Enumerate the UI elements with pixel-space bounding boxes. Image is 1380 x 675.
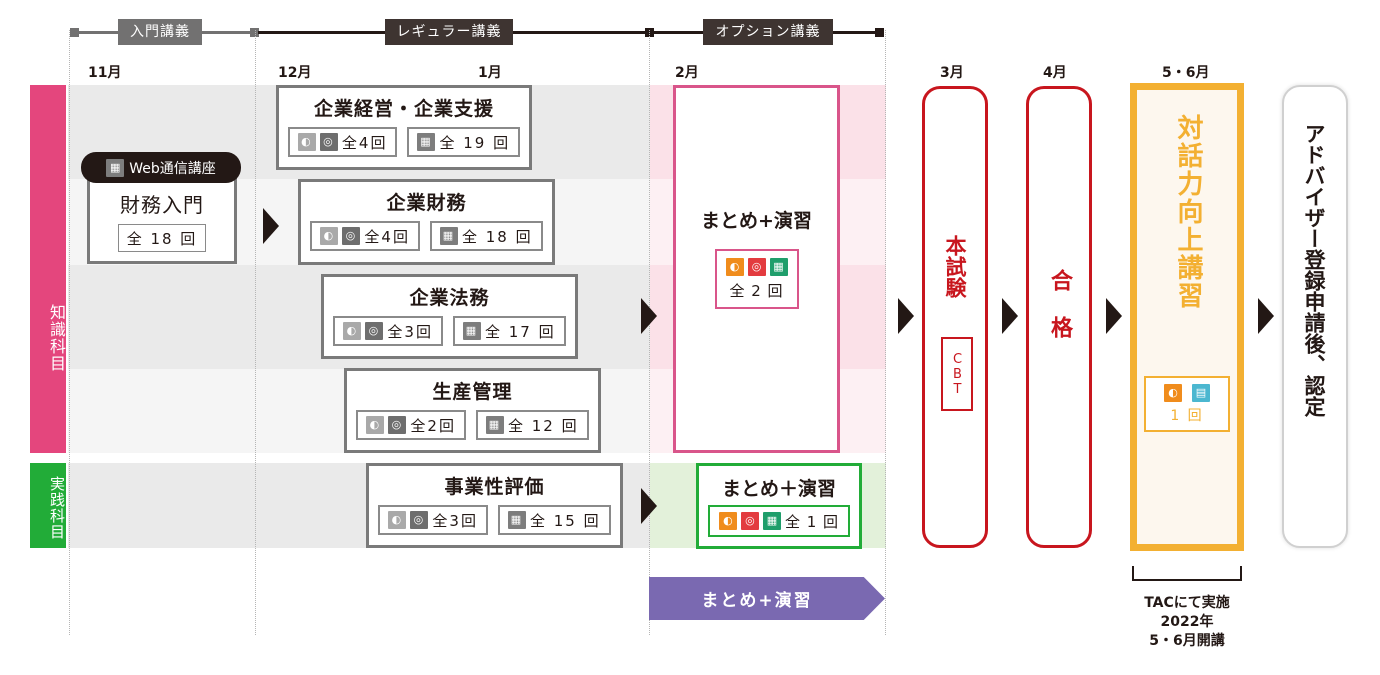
phase-label-regular: レギュラー講義 — [385, 19, 513, 45]
course-intro-finance[interactable]: 財務入門 全 18 回 — [87, 170, 237, 264]
side-label-knowledge: 知識科目 — [30, 85, 66, 453]
web-icon: ▦ — [485, 416, 504, 434]
arrow-right-icon — [263, 208, 279, 244]
book-icon: ▤ — [1192, 384, 1210, 402]
dvd-icon: ◎ — [410, 511, 429, 529]
course-corporate-finance[interactable]: 企業財務 ◐◎全4回 ▦全 18 回 — [298, 179, 555, 265]
dvd-icon: ◎ — [342, 227, 361, 245]
course-business-evaluation[interactable]: 事業性評価 ◐◎全3回 ▦全 15 回 — [366, 463, 623, 548]
web-chip: ▦全 17 回 — [452, 316, 566, 346]
web-chip: ▦全 18 回 — [429, 221, 543, 251]
phase-node — [250, 28, 259, 37]
dialogue-title: 対話力向上講習 — [1173, 114, 1203, 310]
classroom-icon: ◐ — [1164, 384, 1182, 402]
arrow-right-icon — [898, 298, 914, 334]
course-management-support[interactable]: 企業経営・企業支援 ◐◎全4回 ▦全 19 回 — [276, 85, 532, 170]
divider — [255, 30, 256, 635]
option-summary-practice[interactable]: まとめ＋演習 ◐ ◎ ▦ 全 1 回 — [696, 463, 862, 549]
live-chip: ◐◎全3回 — [333, 316, 443, 346]
web-icon: ▦ — [417, 133, 436, 151]
classroom-icon: ◐ — [297, 133, 316, 151]
option-title: まとめ+演習 — [701, 210, 812, 232]
exam-title: 本試験 — [943, 235, 967, 298]
web-icon: ▦ — [507, 511, 526, 529]
arrow-right-icon — [1002, 298, 1018, 334]
course-title: 企業経営・企業支援 — [313, 98, 494, 120]
web-icon: ▦ — [462, 322, 481, 340]
phase-node — [70, 28, 79, 37]
live-chip: ◐◎全2回 — [356, 410, 466, 440]
arrow-right-icon — [1258, 298, 1274, 334]
classroom-icon: ◐ — [366, 416, 385, 434]
web-icon: ▦ — [106, 158, 125, 177]
course-corporate-law[interactable]: 企業法務 ◐◎全3回 ▦全 17 回 — [321, 274, 578, 359]
phase-label-intro: 入門講義 — [118, 19, 202, 45]
dvd-icon: ◎ — [747, 258, 766, 276]
classroom-icon: ◐ — [725, 258, 744, 276]
month-dec: 12月 — [278, 65, 312, 81]
footnote: TACにて実施 2022年 5・6月開講 — [1144, 595, 1230, 649]
web-chip: ▦全 19 回 — [407, 127, 521, 157]
option-count-box: ◐ ◎ ▦ 全 1 回 — [708, 505, 850, 537]
month-jan: 1月 — [478, 65, 502, 81]
dvd-icon: ◎ — [388, 416, 407, 434]
arrow-right-icon — [1106, 298, 1122, 334]
phase-label-option: オプション講義 — [703, 19, 833, 45]
live-chip: ◐◎全4回 — [287, 127, 398, 157]
web-icon: ▦ — [769, 258, 788, 276]
dialogue-count-box: ◐ ▤ 1 回 — [1144, 376, 1230, 432]
phase-node — [875, 28, 884, 37]
arrow-right-icon — [641, 488, 657, 524]
month-mar: 3月 — [940, 65, 964, 81]
course-title: 企業財務 — [386, 192, 467, 214]
course-production-management[interactable]: 生産管理 ◐◎全2回 ▦全 12 回 — [344, 368, 601, 453]
web-icon: ▦ — [439, 227, 458, 245]
classroom-icon: ◐ — [388, 511, 407, 529]
arrow-right-icon — [641, 298, 657, 334]
course-title: 生産管理 — [432, 381, 513, 403]
option-count-box: ◐ ◎ ▦ 全 2 回 — [714, 249, 799, 309]
live-chip: ◐◎全3回 — [378, 505, 488, 535]
web-chip: ▦全 12 回 — [475, 410, 589, 440]
classroom-icon: ◐ — [718, 512, 737, 530]
month-feb: 2月 — [675, 65, 699, 81]
month-may-jun: 5・6月 — [1162, 65, 1210, 81]
dvd-icon: ◎ — [319, 133, 338, 151]
final-title: アドバイザー登録申請後、認定 — [1302, 123, 1326, 417]
footnote-bracket — [1132, 566, 1242, 581]
course-count: 全 18 回 — [117, 224, 207, 252]
side-label-practice: 実践科目 — [30, 463, 66, 548]
month-apr: 4月 — [1043, 65, 1067, 81]
course-title: 企業法務 — [409, 287, 490, 309]
dialogue-skills-course[interactable]: 対話力向上講習 ◐ ▤ 1 回 — [1130, 83, 1244, 551]
divider — [69, 30, 70, 635]
classroom-icon: ◐ — [343, 322, 362, 340]
course-title: 財務入門 — [120, 193, 204, 217]
option-title: まとめ＋演習 — [721, 478, 836, 500]
web-course-badge: ▦ Web通信講座 — [81, 152, 241, 183]
live-chip: ◐◎全4回 — [310, 221, 420, 251]
dvd-icon: ◎ — [740, 512, 759, 530]
course-title: 事業性評価 — [444, 476, 545, 498]
dvd-icon: ◎ — [365, 322, 384, 340]
registration-certification[interactable]: アドバイザー登録申請後、認定 — [1282, 85, 1348, 548]
month-nov: 11月 — [88, 65, 122, 81]
divider — [885, 30, 886, 635]
option-summary-knowledge[interactable]: まとめ+演習 ◐ ◎ ▦ 全 2 回 — [673, 85, 840, 453]
pass-title: 合 格 — [1047, 269, 1072, 338]
web-chip: ▦全 15 回 — [497, 505, 611, 535]
web-icon: ▦ — [762, 512, 781, 530]
main-exam[interactable]: 本試験 CBT — [922, 86, 988, 548]
pass[interactable]: 合 格 — [1026, 86, 1092, 548]
classroom-icon: ◐ — [320, 227, 339, 245]
option-summary-banner[interactable]: まとめ+演習 — [649, 577, 885, 620]
exam-cbt-badge: CBT — [941, 337, 973, 411]
